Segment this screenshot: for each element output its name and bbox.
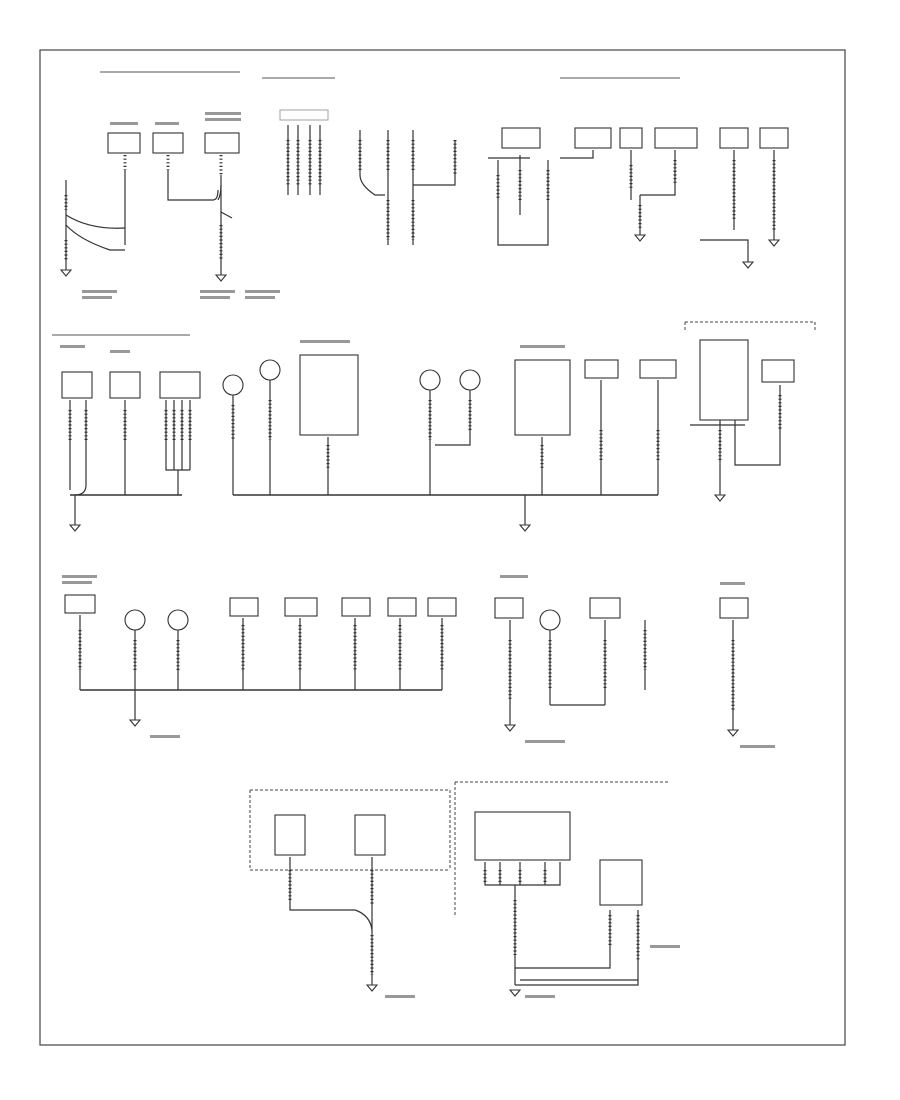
middle-row-section — [52, 321, 816, 532]
lower-row-section — [64, 594, 749, 737]
ground-symbol — [128, 719, 142, 727]
ground-symbol — [726, 729, 740, 737]
component-box — [204, 132, 240, 154]
ground-symbol — [633, 234, 647, 242]
bottom-row-section — [249, 781, 670, 997]
ground-symbol — [59, 269, 73, 277]
ground-symbol — [365, 984, 379, 992]
ground-symbol — [767, 239, 781, 247]
diagram-frame — [39, 49, 846, 1046]
label-marks — [60, 112, 775, 998]
ground-symbol — [741, 261, 755, 269]
ground-symbol — [503, 724, 517, 732]
top-row-section — [59, 71, 789, 282]
ground-symbol — [713, 494, 727, 502]
ground-symbol — [214, 274, 228, 282]
ground-symbol — [508, 989, 522, 997]
component-box — [107, 132, 141, 154]
ground-symbol — [68, 524, 82, 532]
component-box — [152, 132, 184, 154]
ground-symbol — [518, 524, 532, 532]
